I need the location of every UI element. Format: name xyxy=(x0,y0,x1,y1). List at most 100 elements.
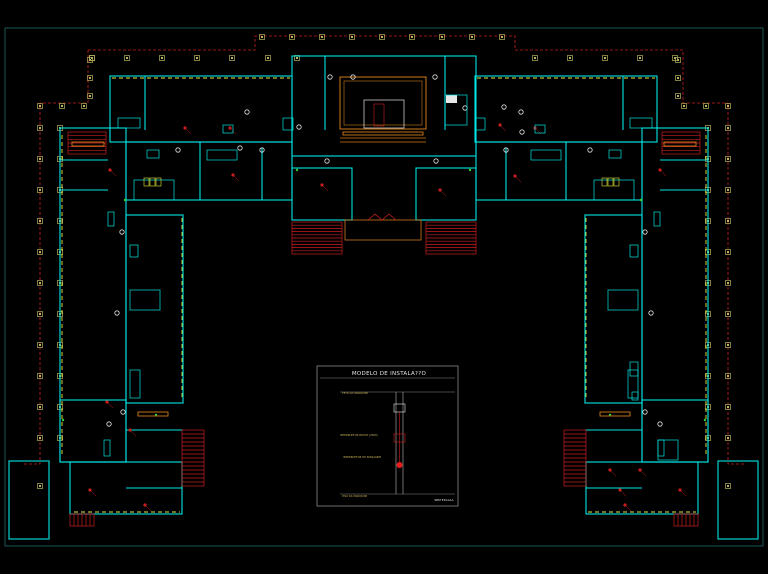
column-core xyxy=(501,36,503,38)
column-core xyxy=(296,57,298,59)
fixture xyxy=(608,149,622,159)
column xyxy=(725,125,731,131)
column xyxy=(675,57,681,63)
column-core xyxy=(683,105,685,107)
fixture xyxy=(607,289,639,311)
column-core xyxy=(261,36,263,38)
light-fixture xyxy=(114,310,120,316)
column xyxy=(725,483,731,489)
green-marker xyxy=(639,198,643,202)
electrical-symbols xyxy=(61,74,707,512)
outlet-leader xyxy=(659,169,667,177)
column-core xyxy=(267,57,269,59)
stairs xyxy=(67,131,701,527)
column xyxy=(675,93,681,99)
column xyxy=(532,55,538,61)
column-core xyxy=(83,105,85,107)
column xyxy=(725,311,731,317)
column xyxy=(602,55,608,61)
building-walls xyxy=(8,55,759,540)
column-core xyxy=(674,57,676,59)
light-fixture xyxy=(237,145,243,151)
column xyxy=(725,187,731,193)
light-fixture xyxy=(642,409,648,415)
light-fixture xyxy=(350,74,356,80)
light-fixture xyxy=(503,147,509,153)
toilet-stall xyxy=(601,177,608,187)
fixture xyxy=(474,117,486,131)
column xyxy=(37,103,43,109)
toilet-stall xyxy=(143,177,150,187)
column-core xyxy=(39,105,41,107)
column-core xyxy=(705,105,707,107)
column xyxy=(319,34,325,40)
column xyxy=(194,55,200,61)
column-core xyxy=(39,158,41,160)
column-core xyxy=(727,127,729,129)
column-core xyxy=(39,220,41,222)
column-core xyxy=(441,36,443,38)
column xyxy=(37,125,43,131)
fixture xyxy=(133,179,175,201)
drawing-frame xyxy=(4,27,764,547)
fixture xyxy=(629,117,653,129)
column-core xyxy=(727,406,729,408)
fixture xyxy=(129,369,141,399)
column-core xyxy=(39,375,41,377)
column-core xyxy=(727,282,729,284)
column-core xyxy=(39,485,41,487)
legend-title: MODELO DE INSTALA??O xyxy=(352,371,427,377)
light-fixture xyxy=(120,409,126,415)
fixture xyxy=(657,439,679,461)
column xyxy=(725,373,731,379)
outlet-leader xyxy=(144,504,152,512)
column xyxy=(725,218,731,224)
column xyxy=(37,156,43,162)
column-core xyxy=(126,57,128,59)
column xyxy=(87,93,93,99)
fixture xyxy=(530,149,562,161)
column-core xyxy=(471,36,473,38)
counter xyxy=(663,141,697,147)
column-core xyxy=(534,57,536,59)
outlet-leader xyxy=(624,504,632,512)
legend-frame xyxy=(316,365,459,507)
light-fixture xyxy=(518,109,524,115)
fixture xyxy=(103,439,111,457)
column xyxy=(37,373,43,379)
column xyxy=(37,280,43,286)
fixture xyxy=(534,124,546,134)
green-marker xyxy=(123,198,127,202)
column-core xyxy=(39,344,41,346)
light-fixture xyxy=(642,229,648,235)
central-hall xyxy=(339,76,427,241)
legend-footer: SEM ESCALA xyxy=(434,498,454,502)
column xyxy=(37,483,43,489)
column xyxy=(567,55,573,61)
column-core xyxy=(639,57,641,59)
outlet-leader xyxy=(109,169,117,177)
equipment-block xyxy=(446,95,457,103)
column-core xyxy=(411,36,413,38)
outlet-leader xyxy=(184,127,192,135)
outlet-leader xyxy=(129,429,137,437)
column xyxy=(672,55,678,61)
fixture xyxy=(629,361,639,377)
light-fixture xyxy=(587,147,593,153)
column xyxy=(439,34,445,40)
column-core xyxy=(381,36,383,38)
column-core xyxy=(89,59,91,61)
fixture xyxy=(107,211,115,227)
fixture xyxy=(629,244,639,258)
column xyxy=(725,103,731,109)
light-fixture xyxy=(657,421,663,427)
column xyxy=(725,156,731,162)
outlet-leader xyxy=(619,489,627,497)
column xyxy=(637,55,643,61)
column xyxy=(37,311,43,317)
column-core xyxy=(291,36,293,38)
column xyxy=(725,249,731,255)
column xyxy=(675,75,681,81)
